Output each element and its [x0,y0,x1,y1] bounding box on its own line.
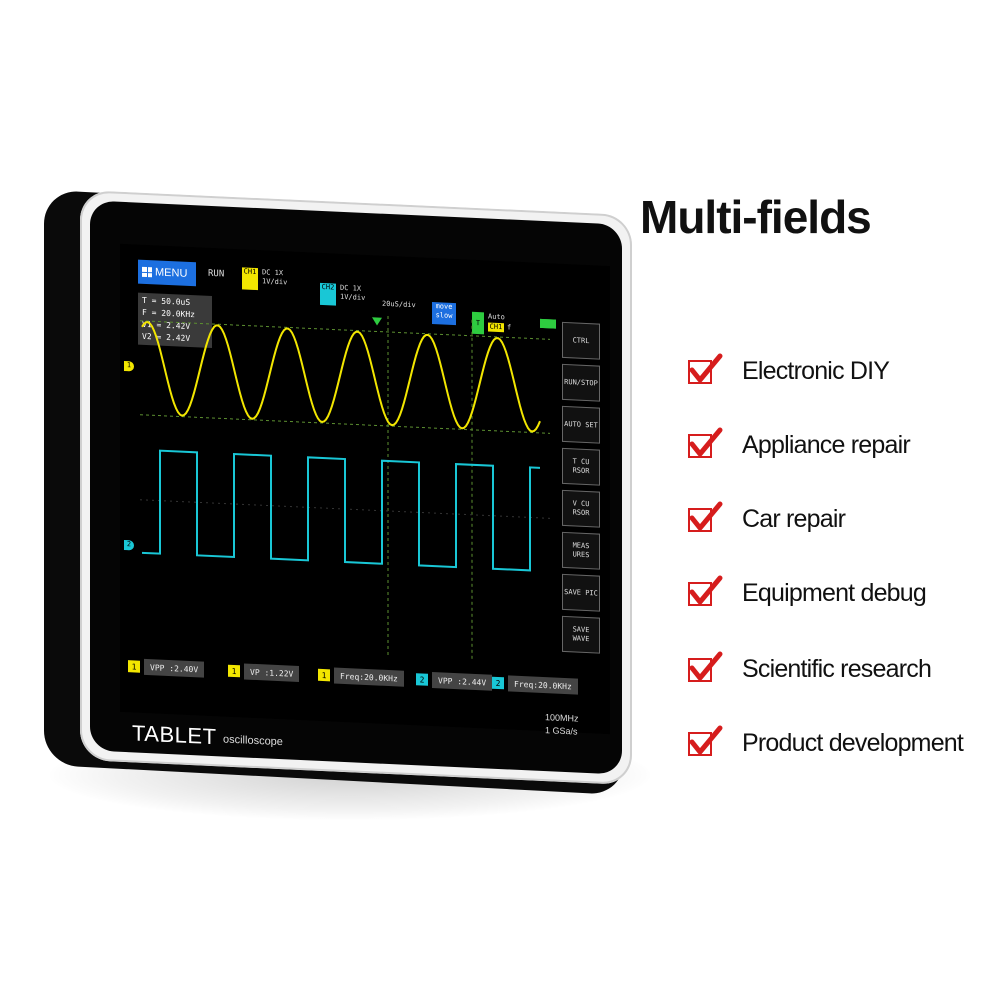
brand-subtitle: oscilloscope [223,733,283,749]
ch1-sine-wave [141,321,541,433]
measure-value: VPP :2.44V [432,671,493,691]
measure-value: Freq:20.0KHz [334,667,404,687]
ctrl-button[interactable]: CTRL [562,321,600,360]
checkbox-check-icon [686,574,724,612]
auto-set-button[interactable]: AUTO SET [562,405,600,444]
checkbox-check-icon [686,500,724,538]
time-cursor-button[interactable]: T CU RSOR [562,447,600,486]
feature-item: Equipment debug [686,570,927,616]
oscilloscope-screen: MENU RUN CH1 DC 1X 1V/div CH2 DC 1X 1V/d… [120,243,610,735]
measure-ch1-freq[interactable]: 1 Freq:20.0KHz [318,667,404,687]
checkbox-check-icon [686,426,724,464]
feature-item: Product development [686,720,964,766]
measure-ch1-vp[interactable]: 1 VP :1.22V [228,663,300,682]
cursor-v1-line [140,320,550,340]
volt-cursor-button[interactable]: V CU RSOR [562,489,600,528]
feature-label: Electronic DIY [742,356,890,385]
waveform-display [140,315,550,660]
feature-item: Appliance repair [686,422,911,468]
feature-item: Scientific research [686,646,932,692]
measure-value: VPP :2.40V [144,658,205,678]
screen-bezel: MENU RUN CH1 DC 1X 1V/div CH2 DC 1X 1V/d… [90,200,622,775]
measure-ch1-vpp[interactable]: 1 VPP :2.40V [128,658,205,678]
feature-label: Car repair [742,504,846,533]
measure-channel-tag: 1 [228,664,240,678]
save-wave-button[interactable]: SAVE WAVE [562,615,600,654]
cursor-v2-line [140,414,550,434]
feature-label: Product development [742,728,964,757]
feature-label: Equipment debug [742,578,927,607]
ch2-square-wave [142,449,540,572]
measure-channel-tag: 1 [318,668,330,682]
headline: Multi-fields [640,191,872,243]
measure-ch2-freq[interactable]: 2 Freq:20.0KHz [492,675,578,695]
device-specs: 100MHz 1 GSa/s [545,711,579,739]
run-stop-button[interactable]: RUN/STOP [562,363,600,402]
brand-logo: TABLET [132,720,217,750]
feature-label: Appliance repair [742,430,911,459]
measure-channel-tag: 2 [416,673,428,686]
feature-item: Electronic DIY [686,348,890,394]
measure-channel-tag: 2 [492,676,504,690]
measures-button[interactable]: MEAS URES [562,531,600,570]
ch2-level-marker[interactable]: 2 [124,539,134,551]
feature-label: Scientific research [742,654,932,683]
measure-value: Freq:20.0KHz [508,675,578,695]
checkbox-check-icon [686,724,724,762]
measure-value: VP :1.22V [244,663,300,682]
save-pic-button[interactable]: SAVE PIC [562,573,600,612]
ch1-level-marker[interactable]: 1 [124,360,134,372]
trigger-arrow-icon [372,317,382,326]
sample-rate-spec: 1 GSa/s [545,725,578,737]
tablet-oscilloscope: MENU RUN CH1 DC 1X 1V/div CH2 DC 1X 1V/d… [80,190,632,786]
measure-channel-tag: 1 [128,660,140,673]
checkbox-check-icon [686,650,724,688]
measure-ch2-vpp[interactable]: 2 VPP :2.44V [416,671,493,691]
feature-item: Car repair [686,496,846,542]
checkbox-check-icon [686,352,724,390]
